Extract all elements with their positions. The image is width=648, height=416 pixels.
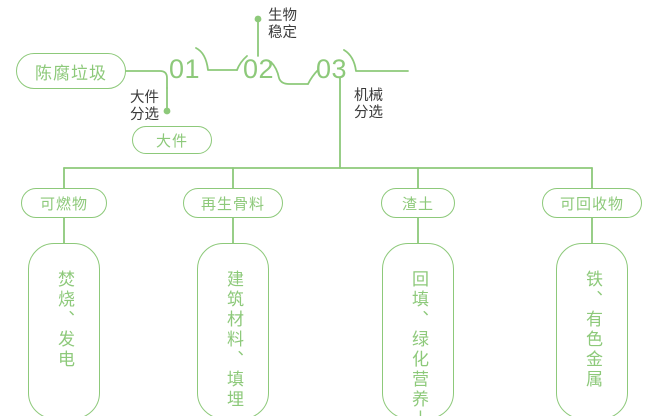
- destination-box-tie-yousejinshu-label: 铁、有色金属: [583, 270, 602, 390]
- process-label-03-line2: 分选: [354, 105, 383, 121]
- branch-pill-zaishenggulao-label: 再生骨料: [200, 195, 265, 213]
- wire-02-to-03: [270, 61, 309, 85]
- process-label-02-line1: 生物: [268, 8, 297, 24]
- stage-number-01[interactable]: 01: [169, 54, 201, 84]
- stage-number-02[interactable]: 02: [243, 54, 275, 84]
- source-node-chenfulaji[interactable]: 陈腐垃圾: [16, 53, 126, 89]
- process-label-02-line2: 稳定: [268, 25, 297, 41]
- branch-pill-kehuishouwu[interactable]: 可回收物: [542, 188, 642, 218]
- process-label-03: 机械 分选: [354, 88, 383, 122]
- branch-pill-zhatu[interactable]: 渣土: [381, 188, 455, 218]
- wire-source-to-01: [124, 70, 168, 89]
- destination-box-tie-yousejinshu[interactable]: 铁、有色金属: [556, 243, 628, 416]
- source-node-label: 陈腐垃圾: [35, 63, 107, 83]
- branch-pill-kehuishouwu-label: 可回收物: [559, 195, 624, 213]
- dot-02-process: [254, 15, 262, 23]
- process-label-03-line1: 机械: [354, 88, 383, 104]
- dot-01-output: [163, 107, 171, 115]
- output-node-dajian[interactable]: 大件: [132, 126, 212, 154]
- destination-box-huitian-lvhuayingyangtu[interactable]: 回填、绿化营养土: [382, 243, 454, 416]
- process-label-01-line1: 大件: [130, 90, 159, 106]
- branch-pill-kerainwu[interactable]: 可燃物: [21, 188, 107, 218]
- process-label-01-line2: 分选: [130, 107, 159, 123]
- wire-03-inlet-arc: [307, 69, 319, 85]
- process-label-02: 生物 稳定: [268, 8, 297, 42]
- destination-box-jianzhucailiao-tianmai[interactable]: 建筑材料、填埋: [197, 243, 269, 416]
- destination-box-jianzhucailiao-tianmai-label: 建筑材料、填埋: [224, 270, 243, 410]
- stage-number-03[interactable]: 03: [316, 54, 348, 84]
- destination-box-fenshao-fadian-label: 焚烧、发电: [55, 270, 74, 370]
- destination-box-huitian-lvhuayingyangtu-label: 回填、绿化营养土: [409, 270, 428, 416]
- branch-pill-zhatu-label: 渣土: [401, 195, 434, 213]
- wire-03-tail: [343, 49, 409, 72]
- wire-01-to-02: [195, 47, 238, 71]
- branch-pill-kerainwu-label: 可燃物: [39, 195, 88, 213]
- wire-02-inlet-arc: [236, 55, 248, 71]
- output-node-dajian-label: 大件: [155, 132, 188, 150]
- branch-pill-zaishenggulao[interactable]: 再生骨料: [183, 188, 283, 218]
- destination-box-fenshao-fadian[interactable]: 焚烧、发电: [28, 243, 100, 416]
- process-label-01: 大件 分选: [130, 90, 159, 124]
